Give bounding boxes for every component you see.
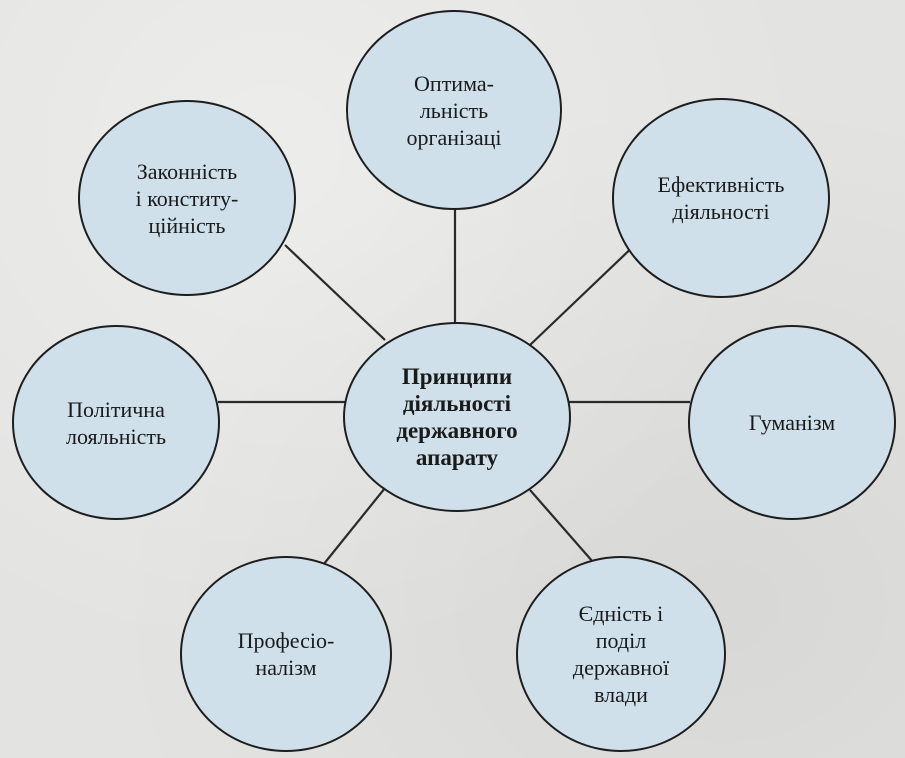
connector-professionalism <box>314 487 386 576</box>
node-legality: Законність і конститу- ційність <box>78 100 296 296</box>
node-efficiency: Ефективність діяльності <box>612 98 830 298</box>
node-efficiency-label: Ефективність діяльності <box>657 172 785 224</box>
connector-unity <box>529 489 601 571</box>
node-professionalism-label: Професіо- налізм <box>237 628 335 680</box>
node-humanism-label: Гуманізм <box>748 410 836 435</box>
connector-efficiency <box>529 239 641 346</box>
node-unity: Єдність і поділ державної влади <box>516 556 726 752</box>
node-optimality: Оптима- льність організаці <box>346 10 562 210</box>
node-loyalty-label: Політична лояльність <box>66 396 166 449</box>
node-optimality-label: Оптима- льність організаці <box>406 70 502 150</box>
center-node-label: Принципи діяльності державного апарату <box>396 364 518 470</box>
node-humanism: Гуманізм <box>688 325 896 520</box>
center-node: Принципи діяльності державного апарату <box>343 322 571 512</box>
node-legality-label: Законність і конститу- ційність <box>135 158 239 238</box>
node-loyalty: Політична лояльність <box>12 325 220 520</box>
connector-legality <box>284 244 386 341</box>
node-professionalism: Професіо- налізм <box>180 556 392 752</box>
node-unity-label: Єдність і поділ державної влади <box>572 601 670 707</box>
